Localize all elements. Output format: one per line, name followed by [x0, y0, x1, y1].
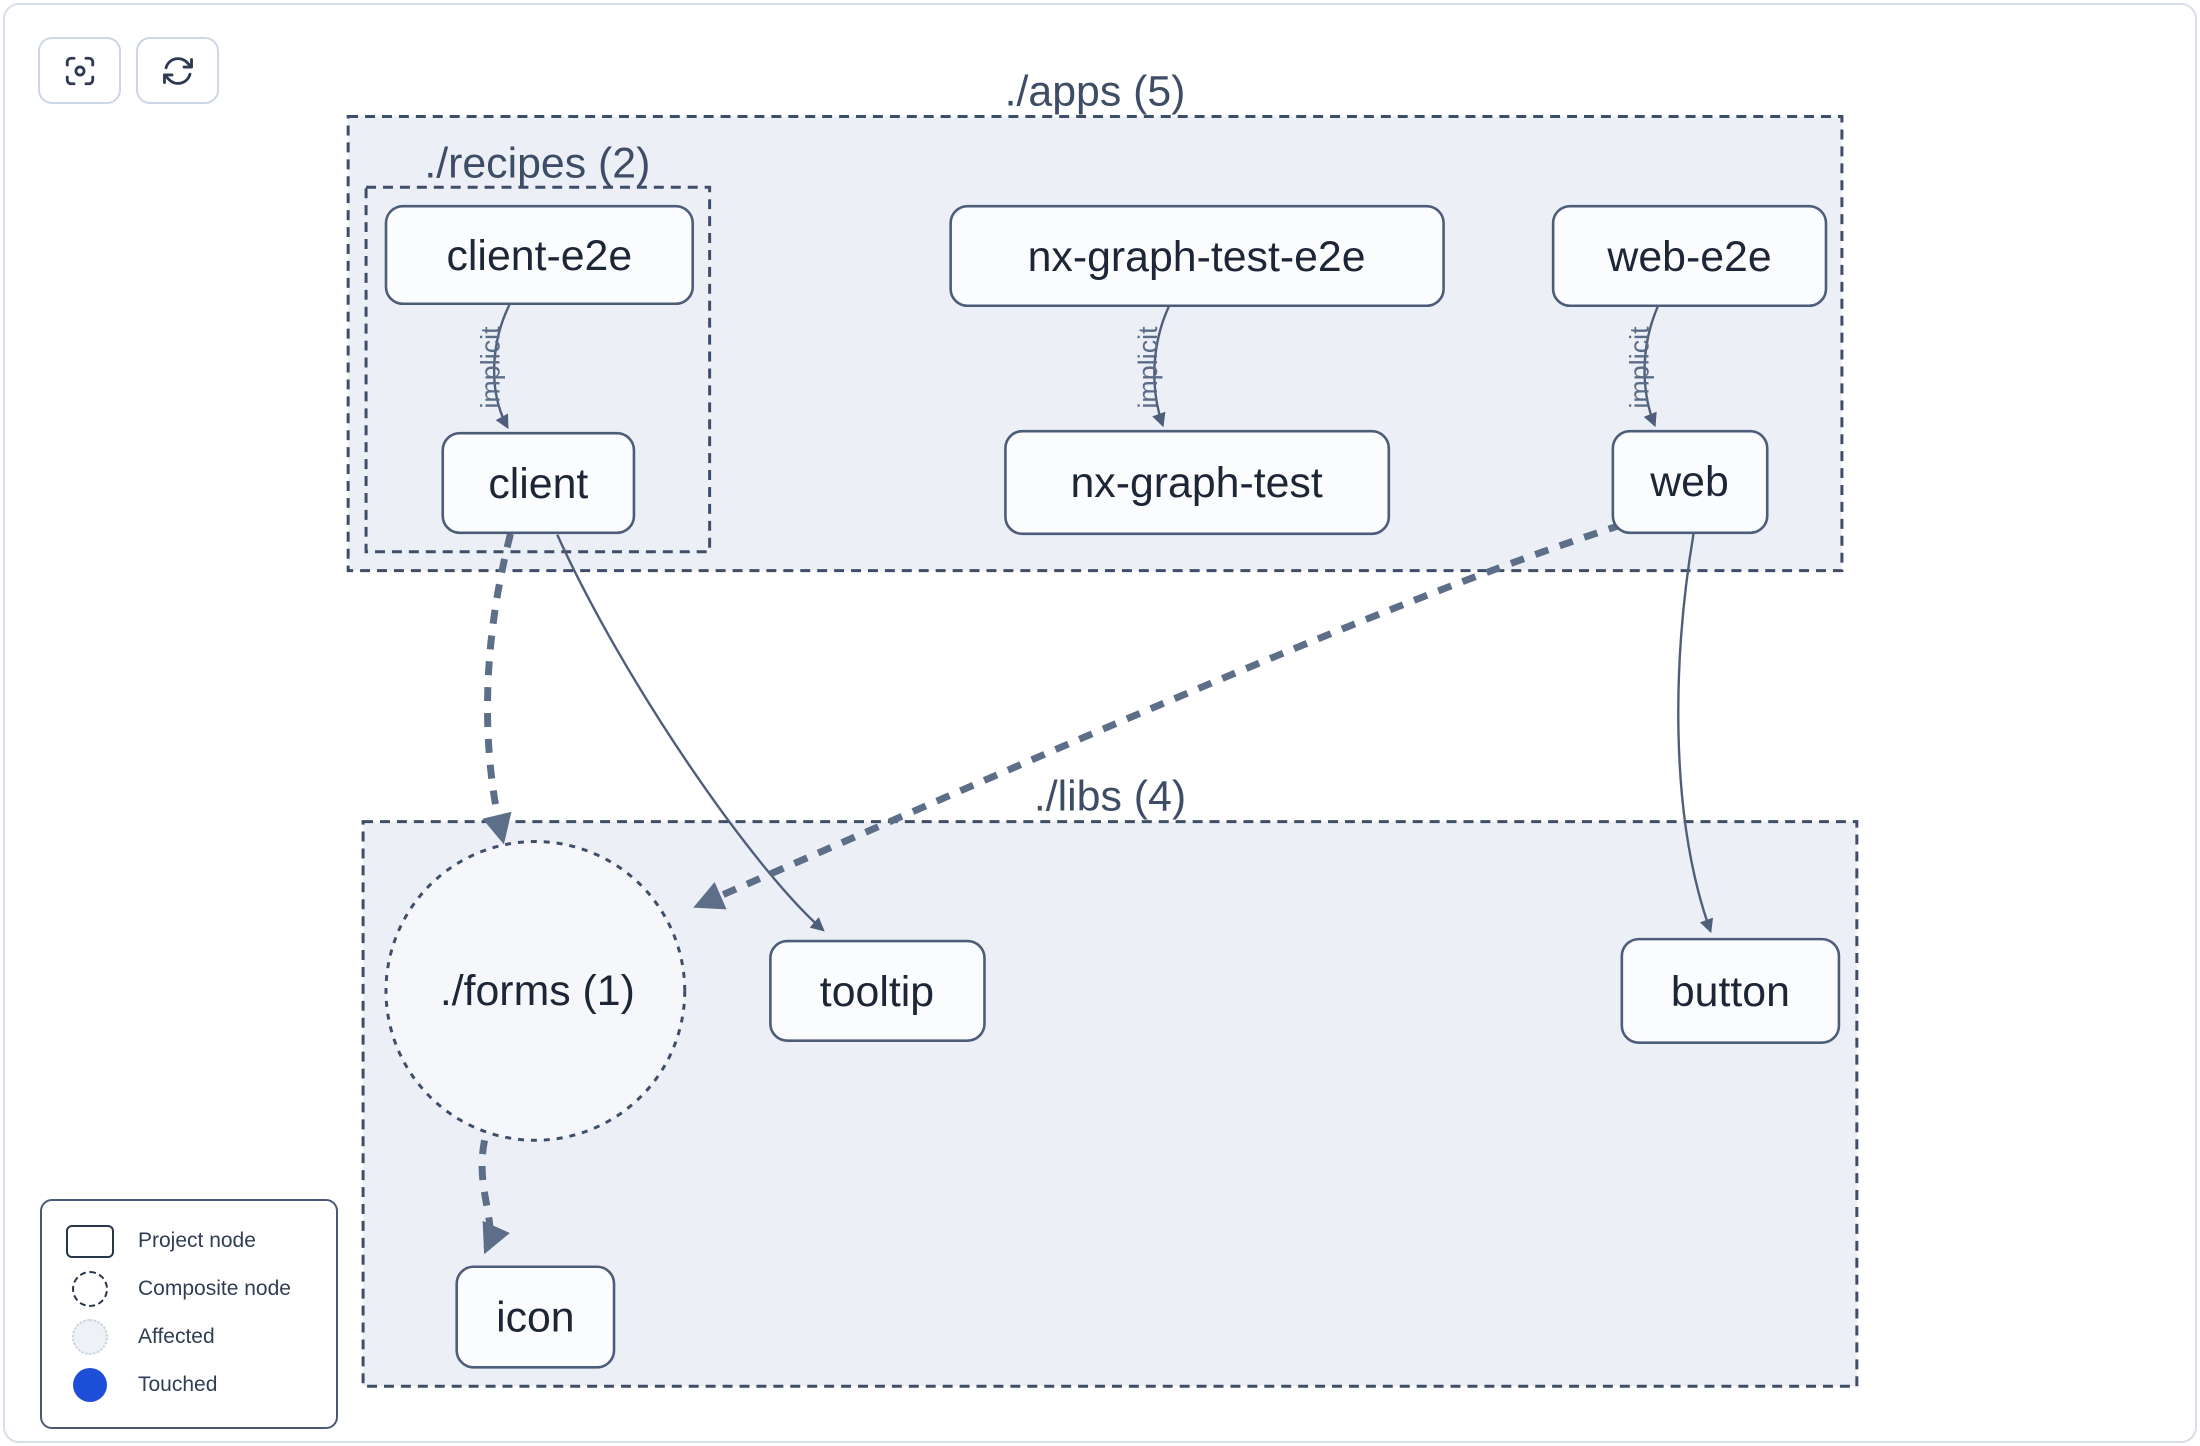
node-rect[interactable] — [384, 204, 695, 306]
edge-label-implicit: implicit — [1133, 326, 1163, 409]
node-label: nx-graph-test — [1070, 459, 1322, 507]
node-nx-graph-test[interactable]: nx-graph-test — [1004, 429, 1391, 536]
legend-item-composite-node: Composite node — [62, 1265, 316, 1313]
node-web-e2e[interactable]: web-e2e — [1551, 204, 1828, 308]
node-client-e2e[interactable]: client-e2e — [384, 204, 695, 306]
legend-label: Project node — [138, 1229, 256, 1252]
edge-label-implicit: implicit — [1625, 326, 1655, 409]
node-button[interactable]: button — [1620, 937, 1841, 1044]
legend-label: Affected — [138, 1325, 215, 1348]
node-label: button — [1671, 968, 1790, 1016]
edge-web-forms[interactable] — [693, 521, 1623, 910]
project-graph-canvas: implicit implicit implicit client-e2e nx… — [3, 3, 2197, 1443]
node-rect[interactable] — [769, 939, 986, 1042]
edge-web-e2e-web[interactable] — [1643, 306, 1659, 428]
node-label: client-e2e — [447, 232, 633, 280]
node-label: nx-graph-test-e2e — [1028, 233, 1366, 281]
refresh-icon — [162, 56, 193, 85]
edge-web-button[interactable] — [1677, 533, 1714, 934]
node-label: web — [1649, 458, 1729, 506]
graph-toolbar — [38, 37, 219, 104]
node-tooltip[interactable]: tooltip — [769, 939, 986, 1042]
node-rect[interactable] — [1004, 429, 1391, 536]
focus-button[interactable] — [38, 37, 121, 104]
node-icon[interactable]: icon — [455, 1265, 616, 1369]
node-label: client — [488, 460, 588, 508]
project-node-symbol — [62, 1224, 118, 1258]
affected-symbol — [62, 1319, 118, 1355]
focus-icon — [65, 56, 94, 85]
container-recipes — [364, 185, 712, 554]
node-label: web-e2e — [1606, 233, 1771, 281]
edge-label-implicit: implicit — [476, 326, 506, 409]
edge-nx-graph-test-e2e-nx-graph-test[interactable] — [1152, 306, 1170, 428]
node-nx-graph-test-e2e[interactable]: nx-graph-test-e2e — [949, 204, 1445, 308]
edge-client-e2e-client[interactable] — [492, 304, 511, 430]
node-rect[interactable] — [1611, 429, 1769, 535]
legend-item-affected: Affected — [62, 1313, 316, 1361]
container-label-recipes: ./recipes (2) — [424, 139, 650, 187]
container-label-libs: ./libs (4) — [1034, 773, 1186, 821]
composite-node-label: ./forms (1) — [440, 967, 635, 1015]
edge-client-forms[interactable] — [482, 532, 514, 845]
dependency-graph: implicit implicit implicit client-e2e nx… — [346, 68, 1859, 1388]
node-rect[interactable] — [1551, 204, 1828, 308]
node-label: tooltip — [820, 968, 934, 1016]
composite-node-symbol — [62, 1271, 118, 1307]
node-client[interactable]: client — [441, 431, 636, 535]
edge-forms-icon[interactable] — [478, 1139, 510, 1255]
edge-client-tooltip[interactable] — [556, 534, 825, 932]
touched-symbol — [62, 1368, 118, 1402]
container-label-apps: ./apps (5) — [1005, 68, 1186, 116]
node-rect[interactable] — [1620, 937, 1841, 1044]
node-rect[interactable] — [455, 1265, 616, 1369]
legend-item-project-node: Project node — [62, 1217, 316, 1265]
composite-node-forms[interactable] — [384, 840, 687, 1142]
legend: Project node Composite node Affected Tou… — [40, 1199, 338, 1429]
legend-label: Touched — [138, 1373, 218, 1396]
refresh-button[interactable] — [136, 37, 219, 104]
node-label: icon — [496, 1293, 575, 1341]
legend-label: Composite node — [138, 1277, 291, 1300]
node-web[interactable]: web — [1611, 429, 1769, 535]
legend-item-touched: Touched — [62, 1361, 316, 1409]
node-rect[interactable] — [949, 204, 1445, 308]
node-rect[interactable] — [441, 431, 636, 535]
